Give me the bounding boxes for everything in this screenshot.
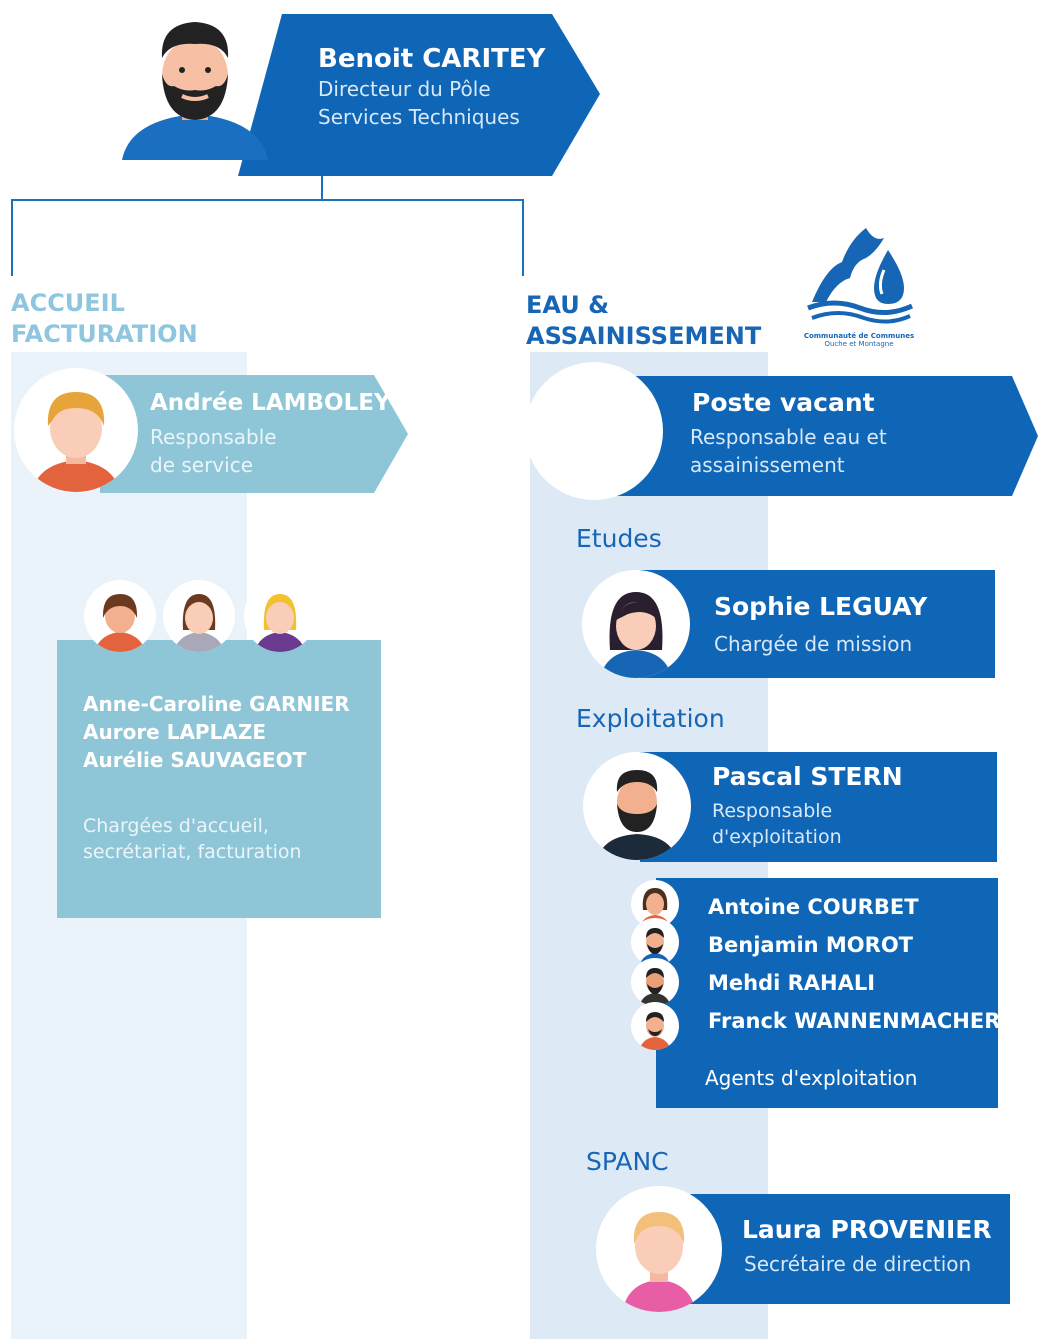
woman-brown-hair-avatar-icon	[84, 580, 156, 652]
org-connector-lines	[11, 172, 524, 276]
spanc-role: Secrétaire de direction	[744, 1252, 972, 1276]
spanc-name: Laura PROVENIER	[742, 1215, 992, 1244]
agent-name: Antoine COURBET	[708, 895, 919, 919]
logo-text-line1: Communauté de Communes	[803, 332, 915, 340]
eau-heading-line2: ASSAINISSEMENT	[526, 322, 762, 350]
man-avatar-icon	[631, 1002, 679, 1050]
exploitation-head-name: Pascal STERN	[712, 762, 903, 791]
accueil-team-role-line2: secrétariat, facturation	[83, 841, 302, 863]
accueil-team-member: Anne-Caroline GARNIER	[83, 692, 350, 716]
woman-blonde-avatar-icon	[244, 580, 316, 652]
accueil-team-member: Aurore LAPLAZE	[83, 720, 266, 744]
accueil-team-box	[57, 640, 381, 918]
etudes-role: Chargée de mission	[714, 632, 913, 656]
agent-name: Mehdi RAHALI	[708, 971, 876, 995]
exploitation-agents-box	[656, 878, 998, 1108]
etudes-box	[640, 570, 995, 678]
woman-dark-hair-avatar-icon	[582, 570, 690, 678]
eau-head-name: Poste vacant	[692, 388, 875, 417]
woman-avatar-icon	[596, 1186, 722, 1312]
eau-heading-line1: EAU &	[526, 291, 610, 319]
accueil-head-arrow-banner	[100, 375, 408, 493]
accueil-team-role-line1: Chargées d'accueil,	[83, 815, 269, 837]
director-arrow-banner	[238, 14, 600, 176]
woman-avatar-icon	[14, 368, 138, 492]
water-drop-logo-icon	[807, 228, 914, 324]
exploitation-head-role-line1: Responsable	[712, 800, 833, 822]
accueil-team-member: Aurélie SAUVAGEOT	[83, 748, 307, 772]
director-title-line2: Services Techniques	[318, 105, 520, 129]
exploitation-head-box	[640, 752, 997, 862]
eau-head-role-line2: assainissement	[690, 453, 845, 477]
director-name: Benoit CARITEY	[318, 44, 546, 74]
exploitation-label: Exploitation	[576, 704, 725, 733]
man-avatar-icon	[631, 958, 679, 1006]
etudes-name: Sophie LEGUAY	[714, 592, 928, 621]
agent-name: Benjamin MOROT	[708, 933, 914, 957]
logo-text-line2: Ouche et Montagne	[824, 340, 894, 348]
man-beard-avatar-icon	[122, 22, 268, 160]
woman-long-hair-avatar-icon	[163, 580, 235, 652]
agent-name: Franck WANNENMACHER	[708, 1009, 1001, 1033]
agents-role: Agents d'exploitation	[705, 1066, 918, 1090]
accueil-head-role-line1: Responsable	[150, 425, 277, 449]
eau-head-arrow-banner	[600, 376, 1038, 496]
accueil-heading-line1: ACCUEIL	[11, 289, 125, 317]
accueil-head-role-line2: de service	[150, 453, 253, 477]
accueil-head-name: Andrée LAMBOLEY	[150, 390, 391, 416]
accueil-heading-line2: FACTURATION	[11, 320, 198, 348]
exploitation-head-role-line2: d'exploitation	[712, 826, 842, 848]
vacant-avatar-placeholder	[525, 362, 663, 500]
spanc-label: SPANC	[586, 1147, 669, 1176]
eau-head-role-line1: Responsable eau et	[690, 425, 887, 449]
director-title-line1: Directeur du Pôle	[318, 77, 491, 101]
etudes-label: Etudes	[576, 524, 662, 553]
man-beard-avatar-icon	[583, 752, 691, 860]
